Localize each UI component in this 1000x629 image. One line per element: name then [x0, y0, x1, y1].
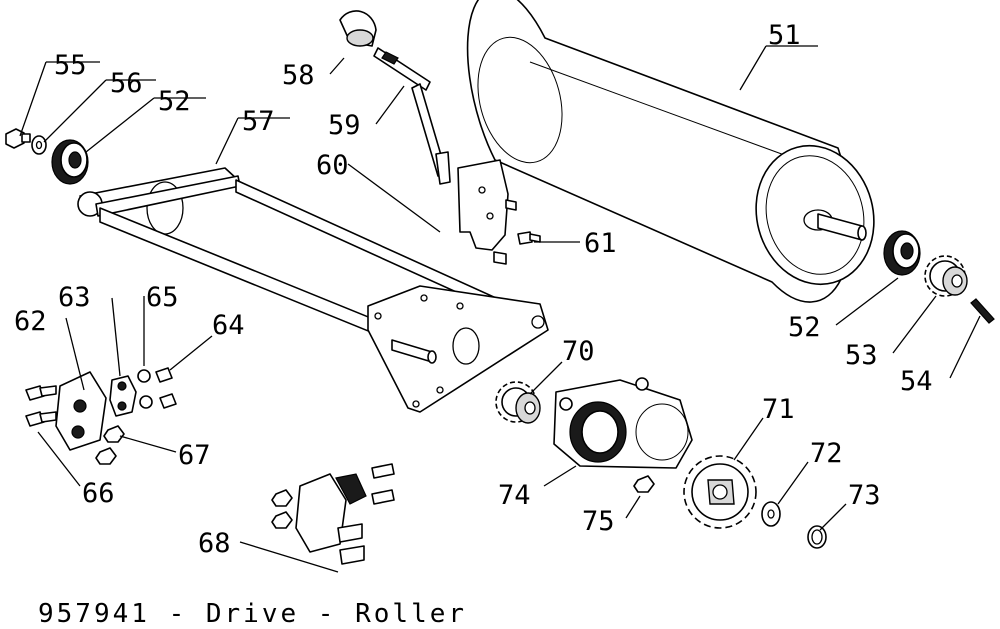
callout-59: 59 — [328, 110, 361, 141]
bolt-75-part — [633, 475, 655, 493]
clamp-plate-63-part — [109, 375, 137, 417]
bolts-66-part — [25, 385, 57, 427]
callout-52-left: 52 — [158, 86, 191, 117]
lever-knob-part — [339, 10, 377, 47]
sprocket-70-part — [495, 381, 541, 424]
circlip-73-part — [807, 525, 827, 549]
washer-56-part — [31, 135, 47, 155]
small-sprocket-part — [924, 255, 968, 297]
callout-63: 63 — [58, 282, 91, 313]
roller-drum-part — [466, 0, 875, 303]
callout-74: 74 — [498, 480, 531, 511]
clamp-block-62-part — [55, 371, 107, 451]
callout-75: 75 — [582, 506, 615, 537]
key-pin-part — [970, 298, 995, 324]
screw-61-part — [517, 231, 541, 245]
callout-53: 53 — [845, 340, 878, 371]
screws-64-part — [155, 367, 177, 409]
bearing-right-part — [883, 230, 921, 276]
callout-67: 67 — [178, 440, 211, 471]
bolt-55-part — [5, 128, 31, 149]
callout-54: 54 — [900, 366, 933, 397]
clamp-assembly-68-part — [271, 463, 395, 565]
callout-62: 62 — [14, 306, 47, 337]
nuts-67-part — [95, 425, 125, 465]
washer-72-part — [761, 501, 781, 527]
callout-58: 58 — [282, 60, 315, 91]
leader-lines — [19, 45, 981, 573]
bracket-part — [457, 159, 517, 265]
callout-56: 56 — [110, 68, 143, 99]
callout-65: 65 — [146, 282, 179, 313]
callout-71: 71 — [762, 394, 795, 425]
nuts-65-part — [137, 369, 153, 409]
callout-61: 61 — [584, 228, 617, 259]
callout-73: 73 — [848, 480, 881, 511]
callout-51: 51 — [768, 20, 801, 51]
callout-64: 64 — [212, 310, 245, 341]
callout-68: 68 — [198, 528, 231, 559]
callout-57: 57 — [242, 106, 275, 137]
gearbox-housing-part — [553, 377, 693, 469]
callout-60: 60 — [316, 150, 349, 181]
bearing-left-part — [51, 139, 89, 185]
roller-frame-part — [77, 167, 549, 413]
callout-72: 72 — [810, 438, 843, 469]
lever-part — [373, 47, 451, 185]
callout-55: 55 — [54, 50, 87, 81]
diagram-caption: 957941 - Drive - Roller — [38, 599, 467, 629]
callout-labels: 51 52 53 54 55 56 52 57 58 59 60 61 62 6… — [14, 20, 933, 559]
callout-70: 70 — [562, 336, 595, 367]
callout-52-right: 52 — [788, 312, 821, 343]
large-sprocket-part — [683, 455, 757, 529]
callout-66: 66 — [82, 478, 115, 509]
